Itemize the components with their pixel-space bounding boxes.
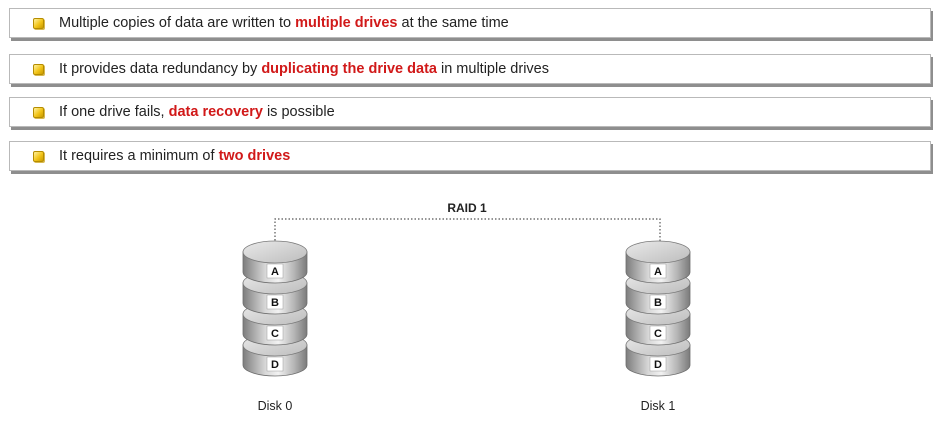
bullet-icon (33, 63, 44, 75)
highlight-text: data recovery (168, 104, 263, 120)
platter-a: A (242, 240, 308, 284)
bullet-text: It provides data redundancy by duplicati… (59, 61, 549, 77)
block-label: A (654, 266, 662, 278)
block-label: C (271, 328, 279, 340)
bullet-text: It requires a minimum of two drives (59, 148, 291, 164)
block-label: D (271, 359, 279, 371)
disk-1: D C B A Disk 1 (625, 240, 691, 413)
highlight-text: duplicating the drive data (261, 61, 437, 77)
highlight-text: multiple drives (295, 15, 398, 31)
bullet-item: If one drive fails, data recovery is pos… (9, 97, 931, 127)
raid-label: RAID 1 (447, 201, 487, 215)
block-label: B (654, 297, 662, 309)
disk-label: Disk 1 (641, 399, 676, 413)
raid-connector: RAID 1 (274, 201, 661, 244)
bullet-item: It requires a minimum of two drives (9, 141, 931, 171)
bullet-icon (33, 106, 44, 118)
disk-0: D C B A Disk 0 (242, 240, 308, 413)
block-label: B (271, 297, 279, 309)
bullet-text: Multiple copies of data are written to m… (59, 15, 509, 31)
platter-a: A (625, 240, 691, 284)
bullet-icon (33, 17, 44, 29)
disk-label: Disk 0 (258, 399, 293, 413)
block-label: D (654, 359, 662, 371)
bullet-icon (33, 150, 44, 162)
bullet-text: If one drive fails, data recovery is pos… (59, 104, 335, 120)
bullet-item: Multiple copies of data are written to m… (9, 8, 931, 38)
highlight-text: two drives (218, 148, 291, 164)
block-label: A (271, 266, 279, 278)
bullet-item: It provides data redundancy by duplicati… (9, 54, 931, 84)
block-label: C (654, 328, 662, 340)
